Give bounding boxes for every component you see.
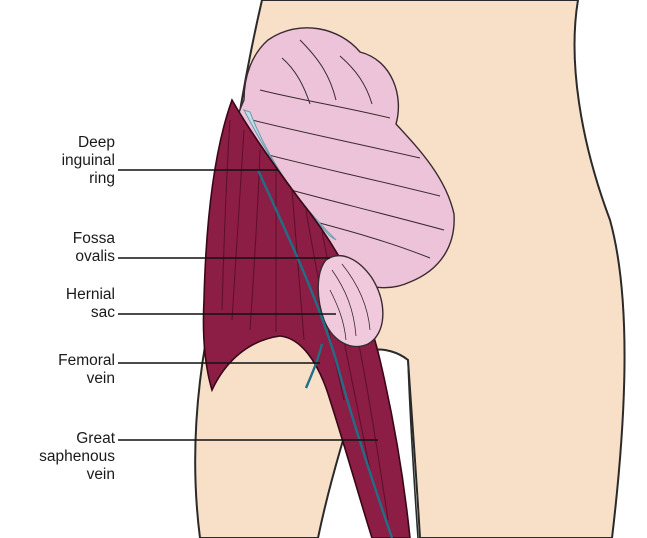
label-line: Deep xyxy=(62,134,115,152)
label-great-saphenous-vein: Great saphenous vein xyxy=(39,430,115,484)
label-fossa-ovalis: Fossa ovalis xyxy=(73,230,115,266)
label-line: Femoral xyxy=(58,352,115,370)
label-hernial-sac: Hernial sac xyxy=(66,286,115,322)
label-femoral-vein: Femoral vein xyxy=(58,352,115,388)
label-line: ovalis xyxy=(73,248,115,266)
label-line: inguinal xyxy=(62,152,115,170)
label-line: ring xyxy=(62,170,115,188)
label-line: vein xyxy=(39,466,115,484)
label-line: Fossa xyxy=(73,230,115,248)
label-line: saphenous xyxy=(39,448,115,466)
label-line: vein xyxy=(58,370,115,388)
label-line: Hernial xyxy=(66,286,115,304)
label-line: Great xyxy=(39,430,115,448)
label-deep-inguinal-ring: Deep inguinal ring xyxy=(62,134,115,188)
label-line: sac xyxy=(66,304,115,322)
